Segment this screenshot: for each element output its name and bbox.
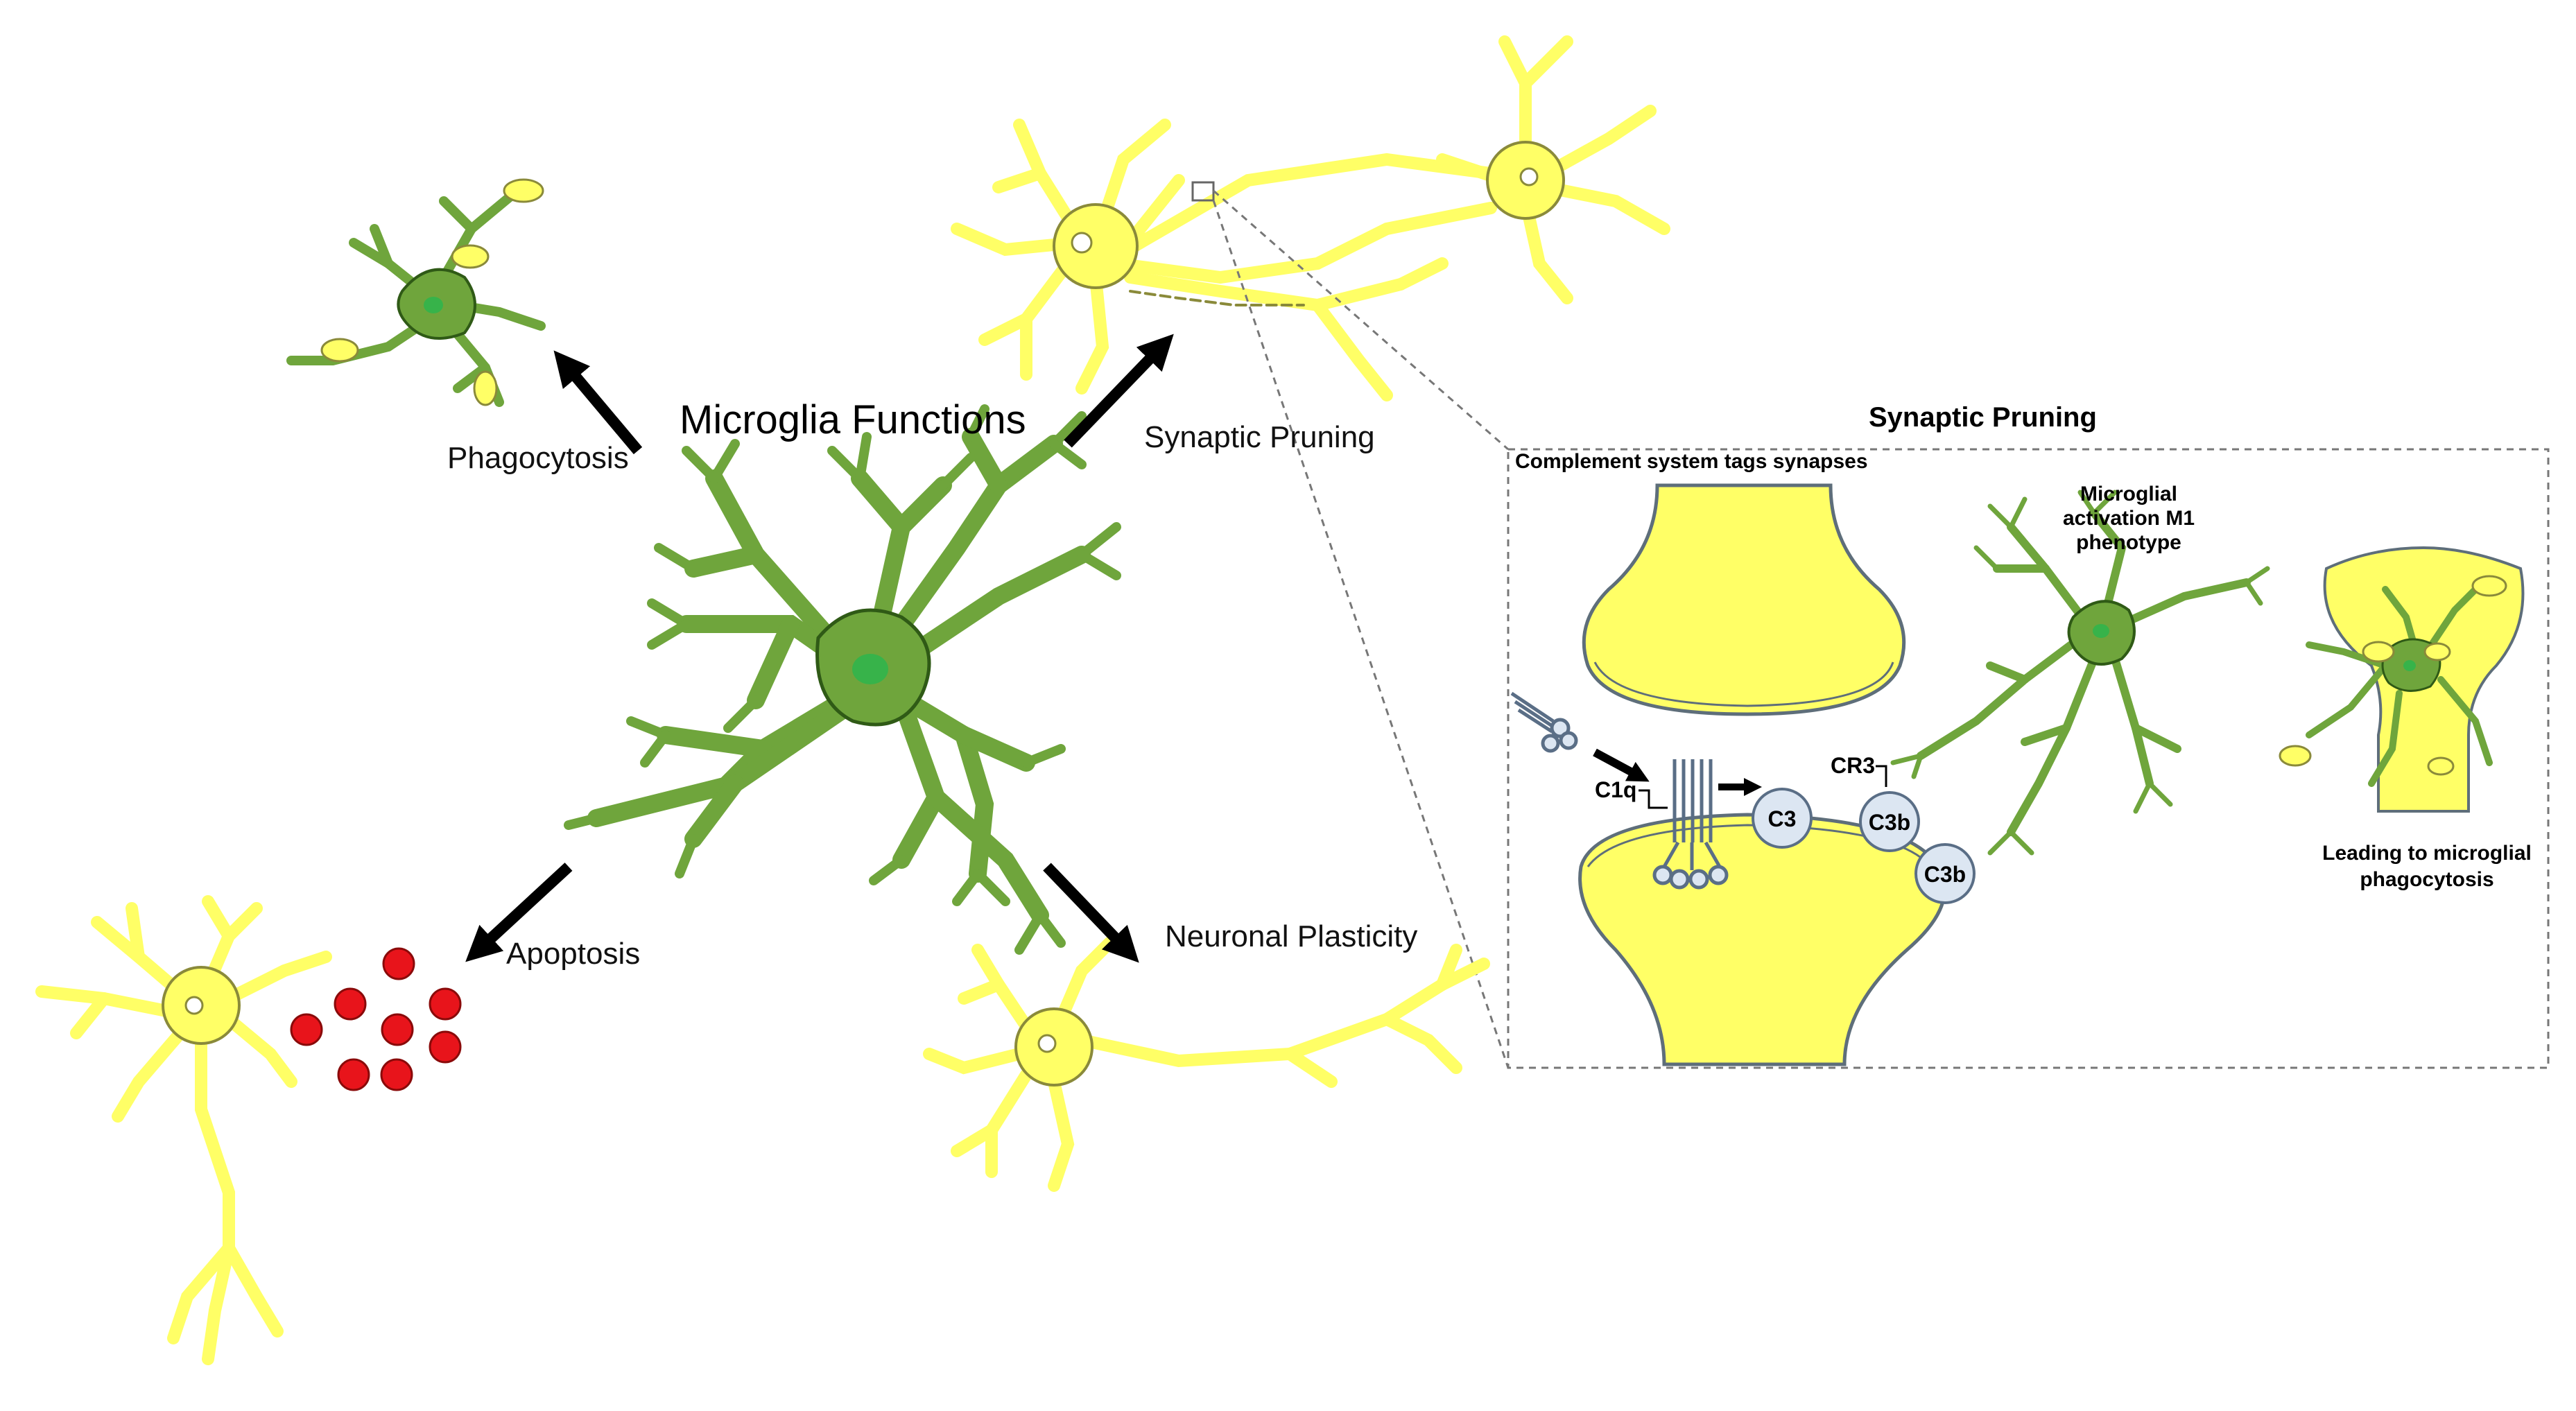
result-label-line2: phagocytosis <box>2360 868 2493 891</box>
cr3-label: CR3 <box>1831 753 1875 778</box>
apoptotic-body <box>334 987 367 1021</box>
arrow-to-apoptosis <box>465 863 573 962</box>
activation-label-line1: Microglial <box>2080 483 2177 505</box>
free-c1q-molecule <box>1510 691 1578 753</box>
result-label-line1: Leading to microglial <box>2322 842 2532 865</box>
apoptotic-bodies <box>290 947 462 1091</box>
synaptic-pruning-inset: Synaptic Pruning Complement system tags … <box>1507 402 2550 1069</box>
apoptotic-body <box>429 1030 462 1064</box>
c3-protein <box>1752 788 1813 849</box>
label-neuronal-plasticity: Neuronal Plasticity <box>1165 919 1417 953</box>
c3b-label-2: C3b <box>1924 862 1966 887</box>
central-microglia <box>564 404 1121 955</box>
plasticity-neuron <box>923 937 1490 1192</box>
arrow-to-phagocytosis <box>553 350 643 455</box>
zoom-lines <box>1212 189 1510 1068</box>
apoptotic-body <box>429 987 462 1021</box>
apoptotic-body <box>382 947 415 980</box>
function-arrows <box>465 334 1174 963</box>
c3-label: C3 <box>1768 806 1797 831</box>
label-apoptosis: Apoptosis <box>506 937 640 971</box>
label-synaptic-pruning: Synaptic Pruning <box>1144 420 1375 454</box>
inset-activated-microglia <box>1890 490 2270 856</box>
presynaptic-terminal <box>1582 483 1906 716</box>
main-title: Microglia Functions <box>680 397 1026 442</box>
inset-heading: Synaptic Pruning <box>1869 402 2097 433</box>
inset-frame <box>1507 448 2550 1069</box>
activation-label-line3: phenotype <box>2076 531 2181 554</box>
complement-proteins: C3 C3b C3b <box>1752 788 1976 904</box>
phagocytosis-microglia <box>286 178 546 407</box>
inset-subheading: Complement system tags synapses <box>1515 450 1868 473</box>
arrow-to-neuronal-plasticity <box>1043 863 1139 963</box>
engulfed-synapse <box>2279 546 2525 813</box>
c3b-protein-1 <box>1859 791 1920 852</box>
label-phagocytosis: Phagocytosis <box>447 441 629 475</box>
c3b-label-1: C3b <box>1869 810 1910 835</box>
apoptosis-neuron <box>35 895 332 1365</box>
postsynaptic-terminal <box>1578 813 1946 1066</box>
c1q-binding-arrow <box>1593 748 1650 782</box>
apoptotic-body <box>337 1058 370 1091</box>
apoptotic-body <box>290 1013 323 1046</box>
arrow-to-synaptic-pruning <box>1064 334 1174 448</box>
apoptotic-body <box>380 1058 413 1091</box>
apoptotic-body <box>381 1013 414 1046</box>
bound-c1q-complex <box>1652 759 1729 890</box>
c1q-label: C1q <box>1595 777 1636 802</box>
synaptic-pruning-neurons <box>951 35 1670 401</box>
activation-label-line2: activation M1 <box>2063 507 2195 530</box>
c3b-protein-2 <box>1914 843 1976 904</box>
